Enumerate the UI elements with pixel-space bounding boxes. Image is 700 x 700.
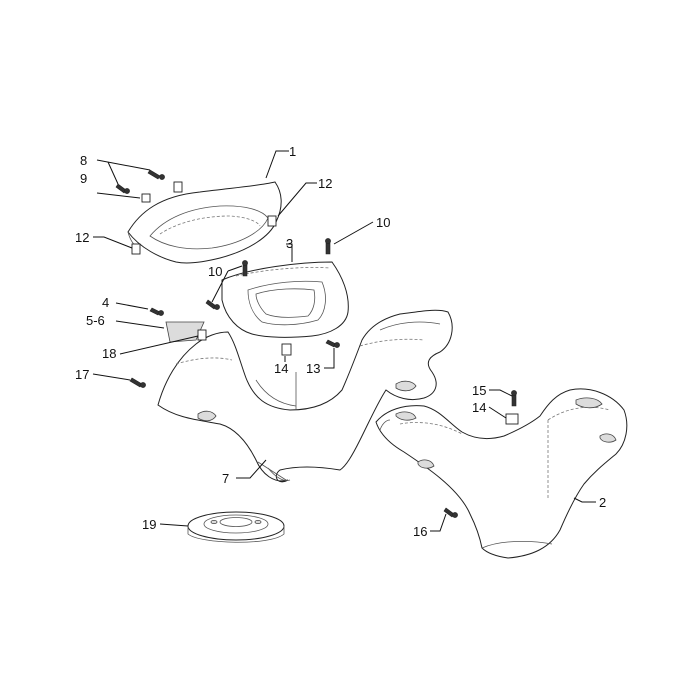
part-12-clip-b	[267, 215, 277, 227]
part-8-screw-b	[115, 183, 130, 194]
leader-10b	[227, 265, 243, 272]
leader-lines	[92, 150, 596, 532]
callout-10-b: 10	[208, 264, 222, 279]
callout-labels: 1 2 3 4 5-6 7 8 9 10 10 12 12 13 14 14 1…	[75, 144, 606, 539]
callout-2: 2	[599, 495, 606, 510]
callout-15: 15	[472, 383, 486, 398]
part-9-clip	[141, 193, 151, 203]
leader-5-6	[115, 320, 165, 329]
callout-4: 4	[102, 295, 109, 310]
callout-12-a: 12	[318, 176, 332, 191]
part-18-clip	[197, 329, 207, 341]
callout-12-b: 12	[75, 230, 89, 245]
part-12-clip-c	[131, 243, 141, 255]
part-19-round-cap	[187, 511, 285, 543]
part-3-instrument-panel	[221, 261, 349, 338]
leader-16	[430, 513, 447, 532]
callout-17: 17	[75, 367, 89, 382]
callout-14-b: 14	[472, 400, 486, 415]
part-16-screw	[443, 507, 458, 518]
part-10-screw-c	[205, 299, 220, 310]
part-4-screw	[149, 307, 164, 316]
leader-13	[324, 348, 335, 369]
part-2-rear-handlebar-cover	[375, 388, 628, 559]
callout-19: 19	[142, 517, 156, 532]
callout-9: 9	[80, 171, 87, 186]
leader-15	[489, 389, 513, 397]
callout-7: 7	[222, 471, 229, 486]
part-7-front-handlebar-cover	[157, 309, 453, 483]
part-1-handlebar-top-cover	[127, 181, 282, 264]
part-14-nut-b	[505, 413, 519, 425]
callout-5-6: 5-6	[86, 313, 105, 328]
callout-16: 16	[413, 524, 427, 539]
leader-10c	[211, 270, 229, 303]
part-10-screw-b	[242, 260, 248, 277]
leader-3	[286, 243, 293, 262]
leader-9	[96, 192, 141, 199]
part-15-screw	[511, 390, 517, 407]
callout-13: 13	[306, 361, 320, 376]
callout-10-a: 10	[376, 215, 390, 230]
leader-14b	[488, 406, 507, 419]
leader-8a	[96, 159, 151, 171]
part-13-screw	[325, 339, 340, 348]
leader-12b	[93, 236, 133, 249]
part-14-nut-a	[281, 343, 292, 356]
leader-2	[573, 497, 596, 503]
callout-14-a: 14	[274, 361, 288, 376]
part-8-screw-a	[147, 169, 165, 180]
leader-18	[119, 335, 199, 355]
leader-10a	[333, 221, 374, 245]
leader-17	[92, 373, 131, 381]
leader-4	[115, 302, 149, 310]
callout-3: 3	[286, 236, 293, 251]
part-12-clip-a	[173, 181, 183, 193]
callout-8: 8	[80, 153, 87, 168]
leader-8b	[107, 161, 119, 185]
leader-12a	[277, 182, 317, 217]
callout-18: 18	[102, 346, 116, 361]
part-10-screw-a	[325, 238, 331, 255]
leader-7	[236, 459, 267, 479]
part-17-screw	[129, 377, 146, 388]
callout-1: 1	[289, 144, 296, 159]
leader-19	[159, 523, 189, 527]
leader-1	[265, 150, 289, 179]
